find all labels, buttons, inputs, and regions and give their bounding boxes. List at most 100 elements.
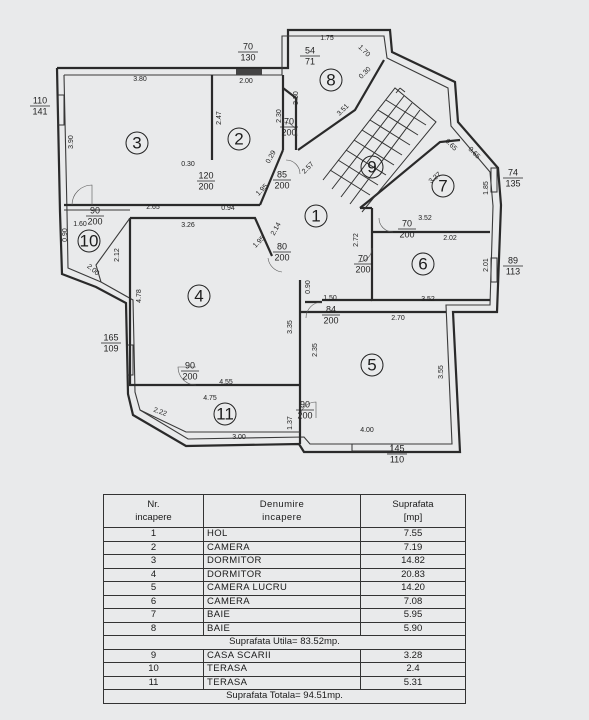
room-nr-cell: 2 — [103, 540, 204, 555]
room-circle — [227, 127, 251, 151]
room-name-cell: BAIE — [203, 621, 361, 636]
window-marks — [57, 69, 498, 452]
room-number: 7 — [438, 176, 447, 195]
dimension-label: 0.94 — [221, 205, 235, 212]
room-area-cell: 14.20 — [360, 581, 466, 596]
room-nr-cell: 6 — [103, 594, 204, 609]
room-name-cell: HOL — [203, 527, 361, 542]
dimension-label: 3.52 — [421, 296, 435, 303]
dimension-label: 2.70 — [391, 315, 405, 322]
table-header-row: Nr. incapere Denumire incapere Suprafata… — [103, 494, 466, 528]
door-height-label: 200 — [87, 216, 102, 226]
room-circle — [411, 252, 435, 276]
door-width-label: 70 — [402, 218, 412, 228]
room-area-cell: 5.90 — [360, 621, 466, 636]
room-nr-cell: 11 — [103, 675, 204, 690]
room-number: 3 — [132, 133, 141, 152]
door-height-label: 200 — [182, 371, 197, 381]
dimension-label: 2.57 — [301, 161, 316, 176]
total-row: Suprafata Totala= 94.51mp. — [103, 689, 466, 704]
door-width-label: 90 — [90, 205, 100, 215]
door-swings — [71, 121, 394, 419]
table-total-section: Suprafata Totala= 94.51mp. — [103, 689, 466, 704]
door-height-label: 200 — [281, 127, 296, 137]
dimension-label: 3.26 — [181, 222, 195, 229]
window-width-label: 70 — [243, 41, 253, 51]
room-name-cell: TERASA — [203, 675, 361, 690]
table-subtotal-section: Suprafata Utila= 83.52mp. — [103, 635, 466, 650]
dimension-label: 3.52 — [418, 215, 432, 222]
dimension-label: 2.35 — [312, 343, 319, 357]
room-circle — [187, 284, 211, 308]
dimension-label: 4.75 — [203, 395, 217, 402]
room-area-cell: 5.31 — [360, 675, 466, 690]
room-number: 5 — [367, 355, 376, 374]
dimension-label: 2.12 — [114, 248, 121, 262]
interior-walls — [64, 59, 490, 444]
outer-walls — [55, 28, 503, 454]
room-name-cell: BAIE — [203, 608, 361, 623]
room-number: 9 — [367, 157, 376, 176]
dimension-label: 3.00 — [232, 434, 246, 441]
dimension-label: 4.00 — [360, 427, 374, 434]
room-circle — [319, 68, 343, 92]
staircase — [322, 87, 437, 213]
window-width-label: 110 — [33, 95, 47, 105]
dimension-label: 3.50 — [293, 91, 300, 105]
door-width-label: 84 — [326, 304, 336, 314]
door-height-label: 200 — [274, 252, 289, 262]
door-width-label: 70 — [358, 253, 368, 263]
dimension-label: 1.70 — [356, 44, 371, 59]
dimension-label: 1.50 — [323, 295, 337, 302]
dimension-label: 2.01 — [483, 258, 490, 272]
room-area-cell: 7.08 — [360, 594, 466, 609]
window-height-label: 130 — [240, 52, 255, 62]
door-height-label: 200 — [355, 264, 370, 274]
dimension-label: 2.65 — [146, 204, 160, 211]
room-nr-cell: 10 — [103, 662, 204, 677]
room-area-table: Nr. incapere Denumire incapere Suprafata… — [103, 494, 466, 704]
door-height-label: 200 — [399, 229, 414, 239]
door-width-label: 70 — [284, 116, 294, 126]
window-width-label: 145 — [389, 443, 404, 453]
room-nr-cell: 7 — [103, 608, 204, 623]
dimension-label: 3.90 — [68, 135, 75, 149]
dimension-label: 2.00 — [85, 263, 100, 277]
window-width-label: 89 — [508, 255, 518, 265]
room-number: 10 — [80, 231, 99, 250]
room-circle — [360, 353, 384, 377]
window-width-label: 54 — [305, 45, 315, 55]
room-nr-cell: 4 — [103, 567, 204, 582]
room-number: 11 — [216, 404, 234, 423]
door-height-label: 200 — [198, 181, 213, 191]
dimension-label: 1.37 — [287, 416, 294, 430]
dimension-label: 1.60 — [73, 221, 87, 228]
door-height-label: 200 — [323, 315, 338, 325]
window-height-label: 113 — [506, 266, 520, 276]
room-name-cell: TERASA — [203, 662, 361, 677]
room-number: 2 — [234, 129, 243, 148]
subtotal-row: Suprafata Utila= 83.52mp. — [103, 635, 466, 650]
dimension-label: 2.02 — [443, 235, 457, 242]
door-width-label: 90 — [300, 399, 310, 409]
header-area-text: Suprafata [mp] — [392, 499, 434, 523]
room-name-cell: DORMITOR — [203, 554, 361, 569]
total-cell: Suprafata Totala= 94.51mp. — [103, 689, 466, 704]
window-width-label: 74 — [508, 167, 518, 177]
header-name: Denumire incapere — [203, 494, 361, 528]
room-nr-cell: 3 — [103, 554, 204, 569]
subtotal-cell: Suprafata Utila= 83.52mp. — [103, 635, 466, 650]
room-area-cell: 14.82 — [360, 554, 466, 569]
window-height-label: 110 — [390, 454, 404, 464]
